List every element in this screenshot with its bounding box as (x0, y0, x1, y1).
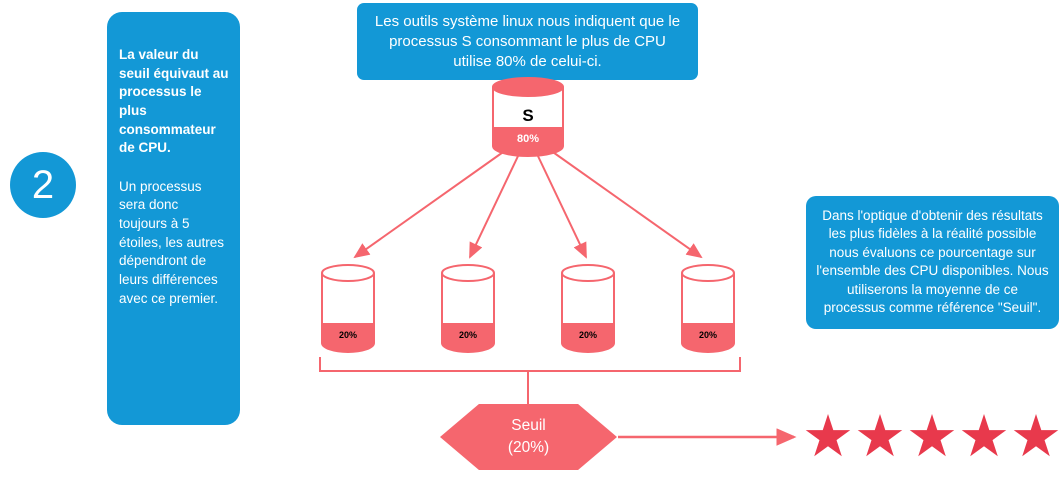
right-callout: Dans l'optique d'obtenir des résultats l… (806, 196, 1059, 329)
star-icon: ★ (906, 404, 958, 469)
bracket-line (319, 357, 741, 372)
child-cylinder-value: 20% (579, 330, 597, 340)
main-cylinder-s: S 80% (491, 77, 565, 157)
database-cylinder-icon: 20% (561, 264, 615, 353)
star-icon: ★ (1010, 404, 1062, 469)
arrow-s-to-cylinder-4 (549, 149, 703, 259)
right-callout-text: Dans l'optique d'obtenir des résultats l… (816, 208, 1049, 316)
top-callout: Les outils système linux nous indiquent … (357, 3, 698, 81)
hexagon-title: Seuil (511, 416, 546, 434)
left-panel-title: La valeur du seuil équivaut au processus… (119, 47, 229, 156)
child-cylinder-1: 20% (320, 264, 376, 354)
star-rating: ★ ★ ★ ★ ★ (802, 402, 1062, 472)
step-number: 2 (31, 162, 55, 207)
database-cylinder-icon: 20% (681, 264, 735, 353)
main-cylinder-value: 80% (517, 133, 539, 145)
step-number-badge: 2 (10, 152, 76, 218)
child-cylinder-value: 20% (699, 330, 717, 340)
star-icon: ★ (958, 404, 1010, 469)
database-cylinder-icon: 20% (441, 264, 495, 353)
hexagon-value: (20%) (507, 439, 550, 456)
child-cylinder-value: 20% (459, 330, 477, 340)
star-icon: ★ (802, 404, 854, 469)
child-cylinder-value: 20% (339, 330, 357, 340)
database-cylinder-icon: S 80% (492, 77, 564, 157)
left-explanation-panel: La valeur du seuil équivaut au processus… (107, 12, 240, 425)
star-icon: ★ (854, 404, 906, 469)
arrow-s-to-cylinder-3 (536, 153, 587, 259)
arrow-s-to-cylinder-2 (469, 153, 520, 259)
database-cylinder-icon: 20% (321, 264, 375, 353)
top-callout-text: Les outils système linux nous indiquent … (374, 13, 681, 70)
left-panel-body: Un processus sera donc toujours à 5 étoi… (119, 178, 225, 306)
child-cylinder-2: 20% (440, 264, 496, 354)
seuil-hexagon: Seuil (20%) (440, 404, 617, 470)
child-cylinder-3: 20% (560, 264, 616, 354)
child-cylinder-4: 20% (680, 264, 736, 354)
arrow-s-to-cylinder-1 (353, 149, 507, 259)
main-cylinder-label: S (522, 106, 533, 125)
